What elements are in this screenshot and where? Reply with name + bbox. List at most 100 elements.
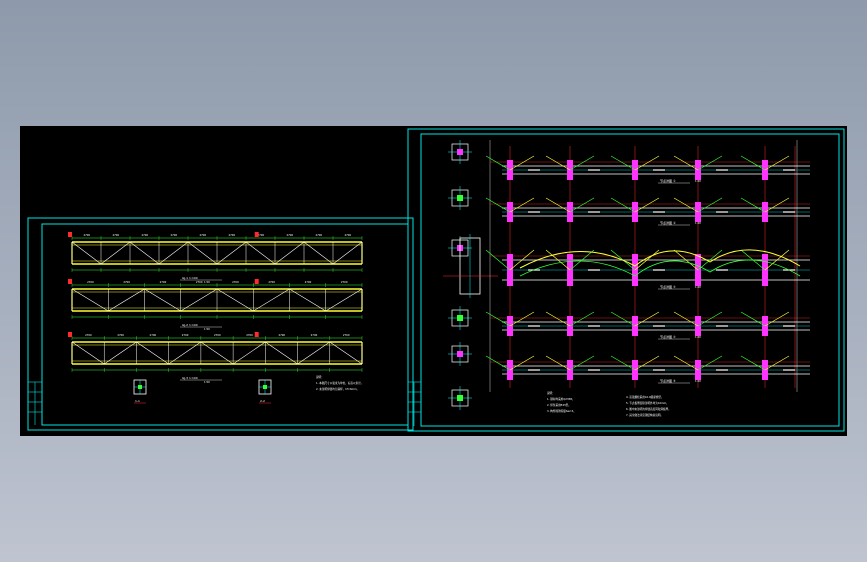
brace-member <box>697 155 723 171</box>
cad-drawing[interactable]: 2700 2700 2700 2700 2700 2700 2700 2700 2700 2700… <box>20 126 847 436</box>
connection-detail-6 <box>448 386 472 410</box>
panel-dimension: 2700 <box>171 233 178 237</box>
panel-dimension: 2700 <box>258 233 265 237</box>
panel-dimension: 2700 <box>85 333 92 337</box>
detail-bolt-group <box>457 149 463 155</box>
brace-member <box>634 311 660 327</box>
left-sheet: 2700 2700 2700 2700 2700 2700 2700 2700 2700 2700… <box>27 217 414 431</box>
brace-member <box>764 249 790 271</box>
section-marker <box>254 232 259 237</box>
panel-dimension: 2700 <box>278 333 285 337</box>
panel-dimension: 2700 <box>214 333 221 337</box>
detail-weld <box>457 195 463 201</box>
panel-dimension: 2700 <box>113 233 120 237</box>
brace-member <box>634 355 660 371</box>
section-marker <box>68 332 72 337</box>
brace-member <box>634 197 660 213</box>
brace-member <box>610 355 636 371</box>
diagonal-member <box>232 341 266 365</box>
brace-member <box>634 249 660 271</box>
section-marker <box>68 232 72 237</box>
diagonal-member <box>325 288 363 312</box>
note-line-right: 4. 高强螺栓采用10.9级摩擦型。 <box>626 395 664 399</box>
connection-detail-1 <box>448 140 472 164</box>
diagonal-member <box>158 241 189 265</box>
left-sheet-inner-frame <box>41 223 409 426</box>
truss-elevations: 2700 2700 2700 2700 2700 2700 2700 2700 2700 2700… <box>68 232 363 384</box>
brace-member <box>545 197 571 213</box>
panel-dimension: 2700 <box>229 233 236 237</box>
note-line-right: 6. 图中未注明的焊缝高度同较薄板厚。 <box>626 407 671 411</box>
right-title-strip <box>408 381 421 426</box>
brace-member <box>740 311 766 327</box>
brace-member <box>610 155 636 171</box>
panel-dimension: 2700 <box>345 233 352 237</box>
brace-member <box>509 249 535 271</box>
brace-member <box>740 155 766 171</box>
brace-member <box>509 311 535 327</box>
section-label: 2-2 <box>260 399 265 403</box>
brace-member <box>673 197 699 213</box>
panel-dimension: 2700 <box>123 280 130 284</box>
section-marker <box>254 279 259 284</box>
note-line-left: 1. 钢材均采用Q235B。 <box>547 397 575 401</box>
node-detail-row-4: 节点详图 ④ 1:20 <box>485 311 810 340</box>
diagonal-member <box>187 241 218 265</box>
detail-scale: 1:20 <box>695 379 701 383</box>
brace-member <box>569 197 595 213</box>
diagonal-member <box>71 288 109 312</box>
panel-dimension: 2700 <box>117 333 124 337</box>
curved-chord-detail <box>519 249 801 269</box>
detail-scale: 1:20 <box>695 335 701 339</box>
panel-dimension: 2700 <box>341 280 348 284</box>
diagonal-member <box>265 341 298 365</box>
diagonal-member <box>216 241 247 265</box>
brace-member <box>569 311 595 327</box>
panel-dimension: 2700 <box>84 233 91 237</box>
brace-member <box>697 355 723 371</box>
cad-model-space[interactable]: 2700 2700 2700 2700 2700 2700 2700 2700 2700 2700… <box>20 126 847 436</box>
detail-label: 节点详图 ④ <box>660 334 676 339</box>
detail-scale: 1:20 <box>695 179 701 183</box>
column-base-detail <box>443 234 498 298</box>
section-fill <box>138 385 142 389</box>
panel-dimension: 2700 <box>150 333 157 337</box>
note-line-right: 7. 其余做法详见钢结构总说明。 <box>626 413 663 417</box>
diagonal-member <box>303 241 334 265</box>
panel-dimension: 2700 <box>311 333 318 337</box>
detail-scale: 1:20 <box>695 221 701 225</box>
note-line: 说明： <box>316 375 324 379</box>
brace-member <box>673 249 699 271</box>
connection-detail-4 <box>448 306 472 330</box>
detail-weld <box>457 315 463 321</box>
brace-member <box>485 311 511 327</box>
panel-dimension: 2700 <box>196 280 203 284</box>
panel-dimension: 2700 <box>246 333 253 337</box>
right-sheet-inner-frame <box>420 133 840 427</box>
panel-dimension: 2700 <box>200 233 207 237</box>
panel-dimension: 2700 <box>268 280 275 284</box>
brace-member <box>673 355 699 371</box>
left-notes: 说明：1. 本图尺寸以毫米为单位，标高以米计。2. 未注明焊缝均为满焊，hf=6… <box>316 375 363 391</box>
diagonal-member <box>216 288 254 312</box>
brace-member <box>509 355 535 371</box>
panel-dimension: 2700 <box>182 333 189 337</box>
brace-member <box>545 249 571 271</box>
diagonal-member <box>274 241 305 265</box>
brace-member <box>610 311 636 327</box>
section-detail-2: 2-2 <box>258 379 272 404</box>
note-line: 2. 未注明焊缝均为满焊，hf=6mm。 <box>316 387 359 391</box>
brace-member <box>569 155 595 171</box>
panel-dimension: 2700 <box>142 233 149 237</box>
note-line-left: 2. 焊条采用E43型。 <box>547 403 571 407</box>
brace-member <box>545 155 571 171</box>
elevation-scale: 1:50 <box>204 280 210 284</box>
detail-label: 节点详图 ⑤ <box>660 378 676 383</box>
brace-member <box>485 155 511 171</box>
